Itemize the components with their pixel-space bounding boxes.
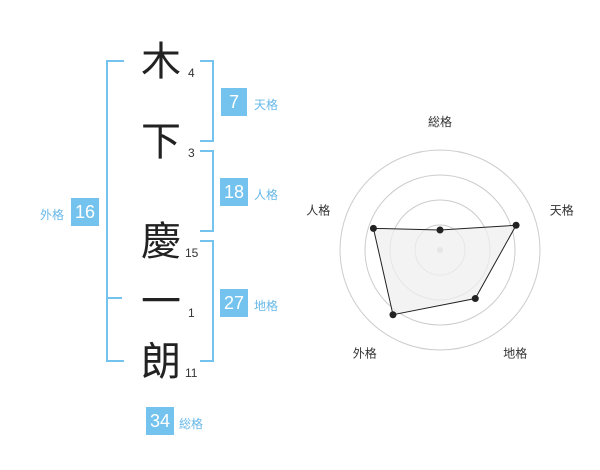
jinkaku-value: 18	[220, 178, 248, 206]
radar-axis-label-4: 人格	[306, 202, 330, 217]
name-char-5: 朗	[141, 339, 181, 385]
chikaku-label: 地格	[254, 299, 279, 313]
radar-axis-label-0: 総格	[428, 114, 452, 129]
radar-point-3	[389, 311, 397, 319]
stroke-count-3: 15	[185, 246, 199, 260]
stroke-count-1: 4	[188, 66, 195, 80]
radar-axis-label-1: 天格	[550, 202, 574, 217]
tenkaku-bracket	[200, 60, 214, 142]
radar-axis-label-2: 地格	[503, 346, 527, 361]
radar-point-4	[369, 224, 377, 232]
name-char-2: 下	[141, 119, 181, 165]
radar-point-2	[471, 295, 479, 303]
radar-point-1	[512, 221, 520, 229]
jinkaku-label: 人格	[254, 188, 279, 202]
gaikaku-value: 16	[71, 198, 99, 226]
stroke-count-2: 3	[188, 146, 195, 160]
radar-ring	[364, 174, 516, 326]
soukaku-label: 総格	[179, 417, 204, 431]
soukaku-value: 34	[146, 407, 174, 435]
stroke-count-5: 11	[185, 366, 198, 380]
jinkaku-bracket	[200, 150, 214, 232]
radar-polygon	[372, 224, 517, 316]
radar-ring	[339, 149, 541, 351]
gaikaku-bracket-divider	[106, 297, 122, 299]
radar-axis-label-3: 外格	[353, 346, 377, 361]
chikaku-bracket	[200, 240, 214, 362]
gaikaku-bracket	[106, 60, 124, 362]
name-char-1: 木	[141, 39, 181, 85]
radar-point-0	[436, 226, 444, 234]
name-char-3: 慶	[141, 219, 181, 265]
gaikaku-label: 外格	[40, 208, 65, 222]
stroke-count-4: 1	[188, 306, 195, 320]
tenkaku-label: 天格	[254, 98, 279, 112]
name-char-4: 一	[141, 279, 181, 325]
tenkaku-value: 7	[221, 88, 247, 116]
chikaku-value: 27	[220, 289, 248, 317]
